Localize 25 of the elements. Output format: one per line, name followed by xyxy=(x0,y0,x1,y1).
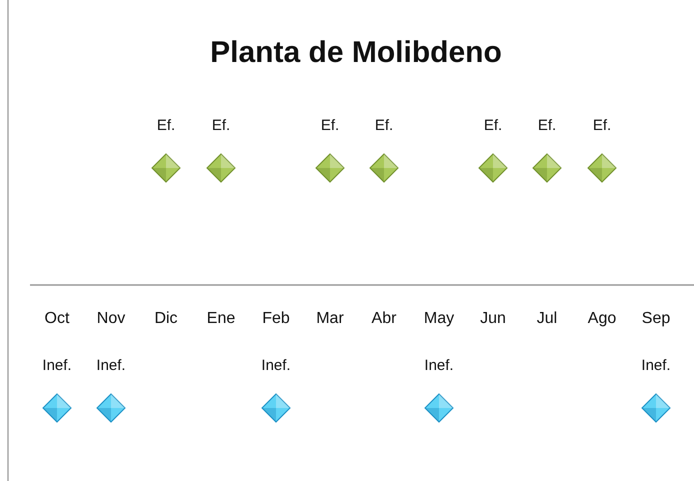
status-label: Inef. xyxy=(261,357,291,374)
month-label: May xyxy=(424,310,454,328)
month-label: Jul xyxy=(536,310,558,328)
month-label: Jun xyxy=(480,310,506,328)
month-label: Oct xyxy=(44,310,70,328)
month-label: Sep xyxy=(642,310,670,328)
status-label: Ef. xyxy=(374,117,394,134)
status-label: Ef. xyxy=(484,117,502,134)
month-label: Abr xyxy=(372,310,396,328)
month-label: Mar xyxy=(316,310,344,328)
month-label: Feb xyxy=(262,310,290,328)
month-label: Ene xyxy=(206,310,236,328)
status-label: Inef. xyxy=(42,357,72,374)
chart-title: Planta de Molibdeno xyxy=(210,36,502,70)
status-label: Inef. xyxy=(641,357,671,374)
month-label: Dic xyxy=(154,310,178,328)
status-label: Ef. xyxy=(320,117,340,134)
status-label: Ef. xyxy=(592,117,612,134)
month-label: Ago xyxy=(588,310,616,328)
status-label: Inef. xyxy=(424,357,454,374)
status-label: Ef. xyxy=(212,117,230,134)
status-label: Ef. xyxy=(156,117,176,134)
month-label: Nov xyxy=(96,310,126,328)
status-label: Inef. xyxy=(96,357,126,374)
status-label: Ef. xyxy=(538,117,556,134)
